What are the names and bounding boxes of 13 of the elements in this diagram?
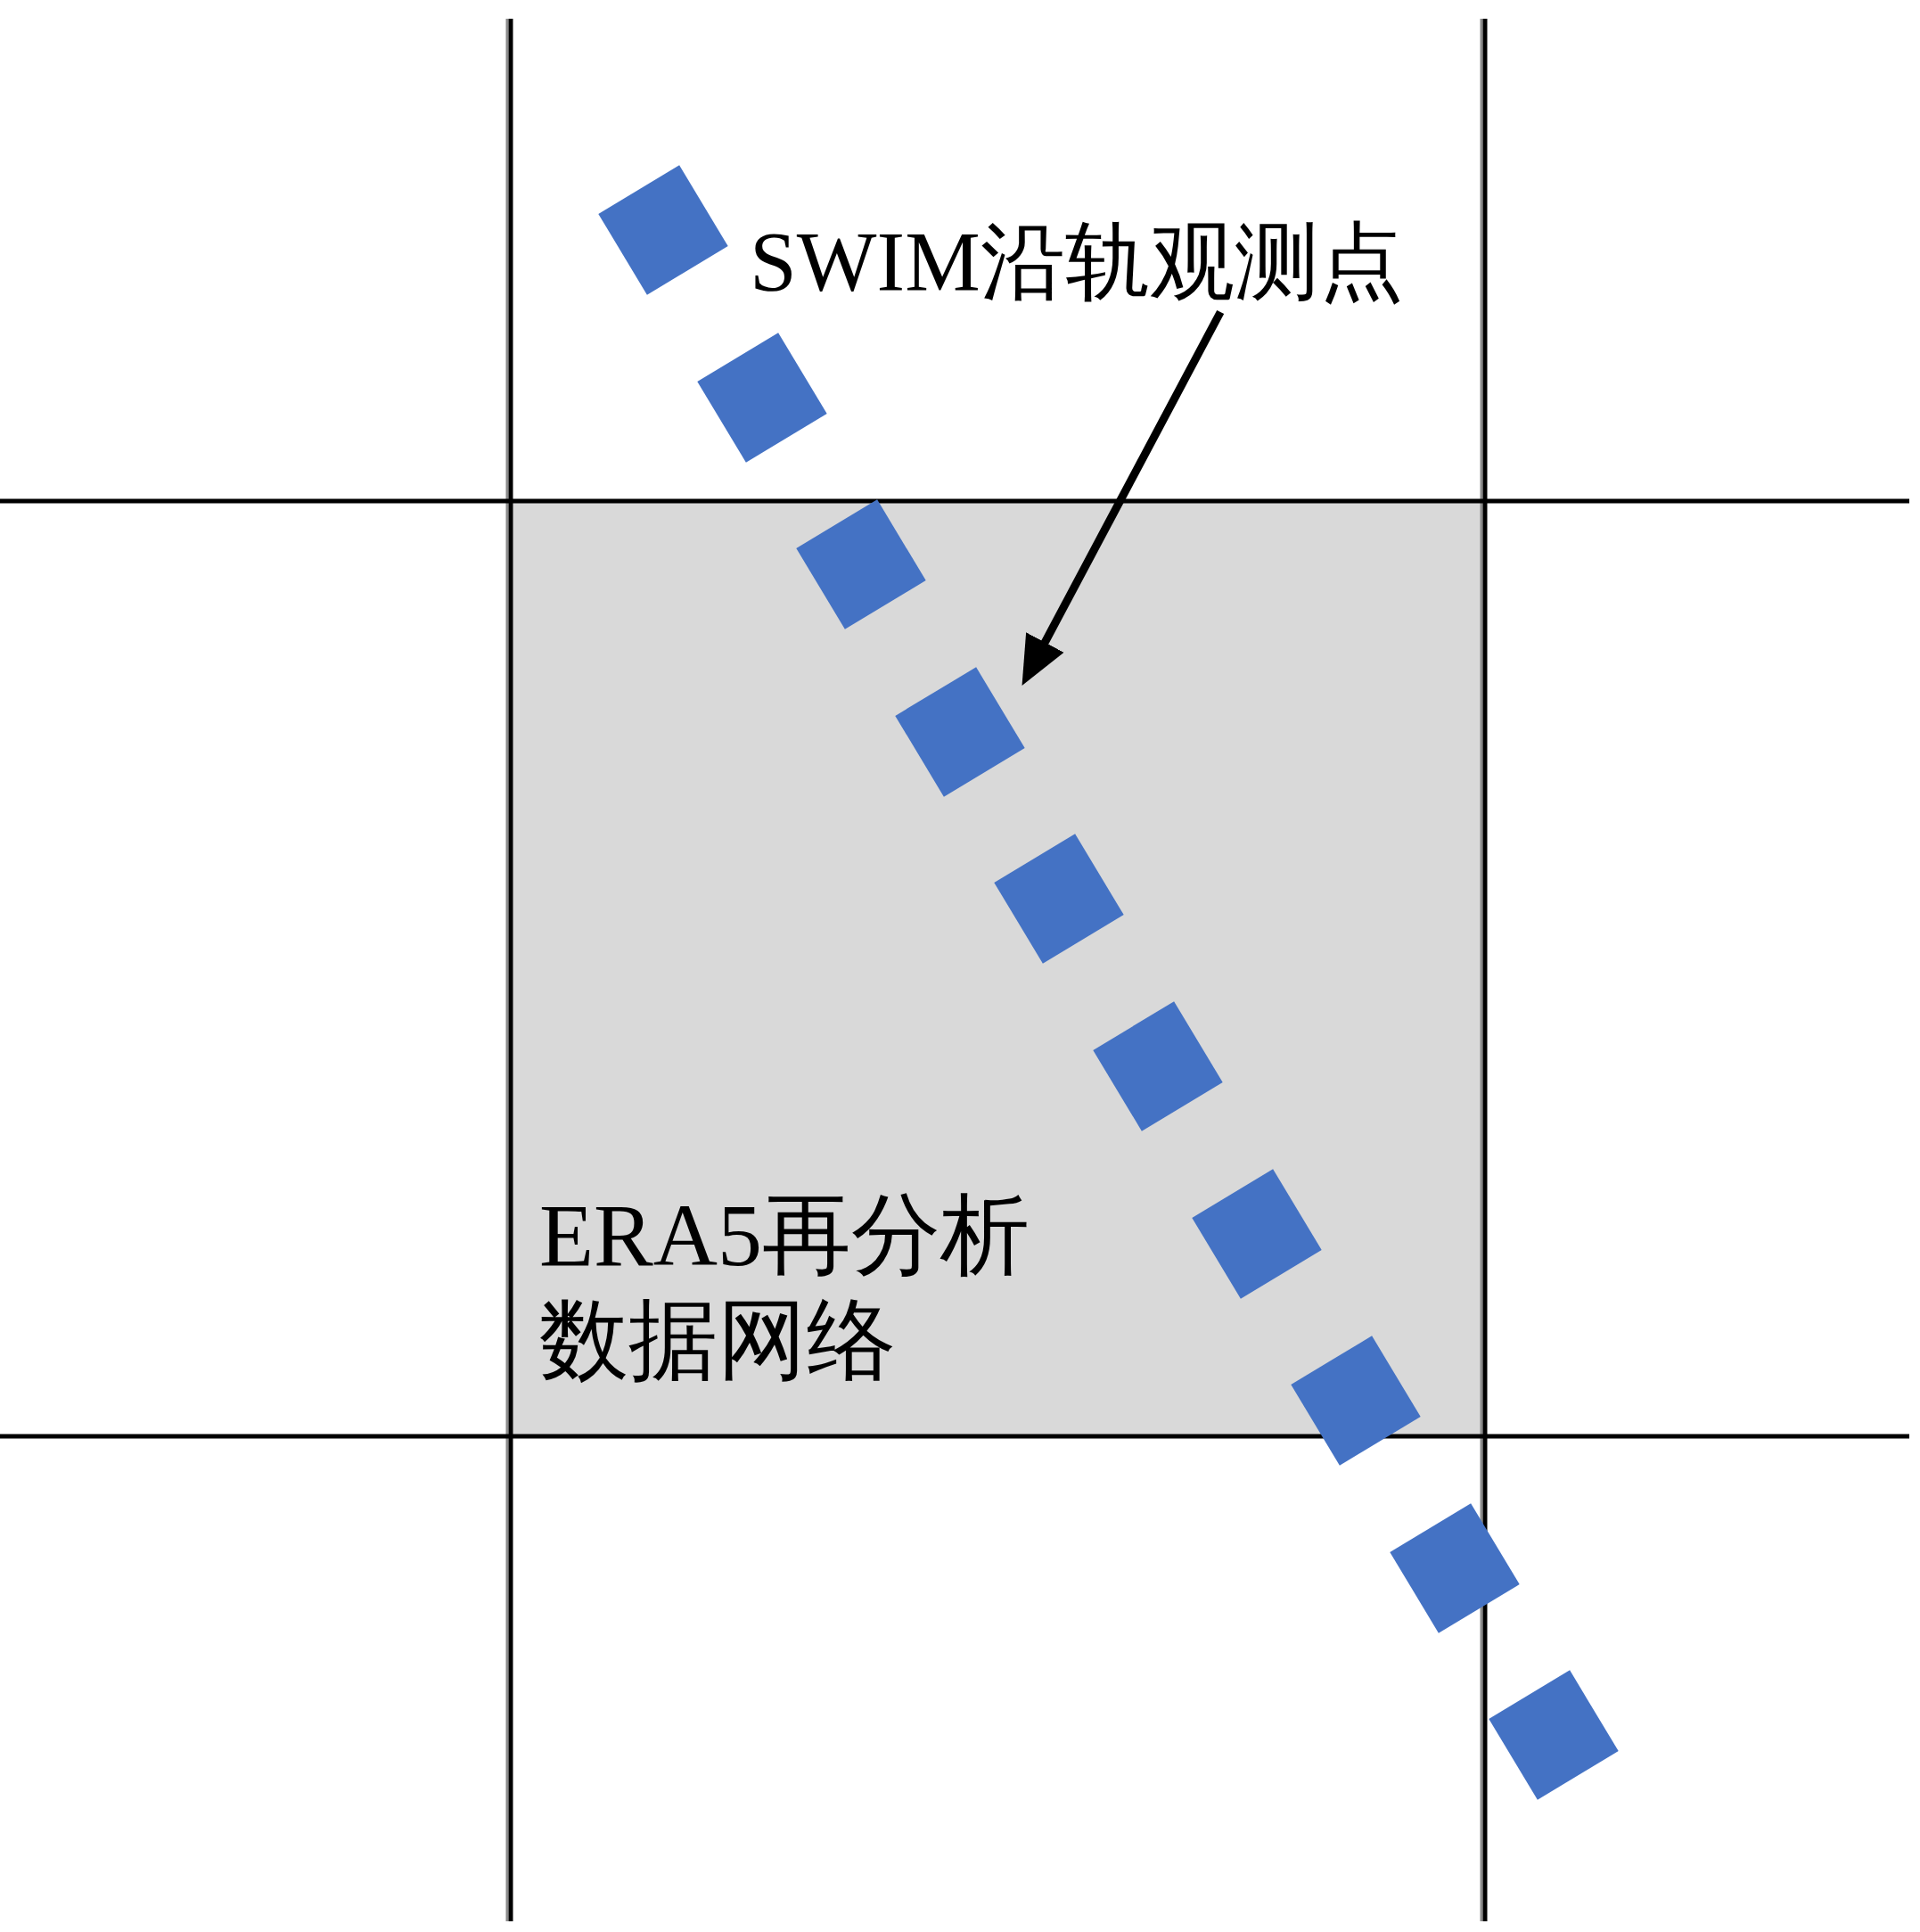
- point-marker: [1191, 1167, 1323, 1300]
- point-marker: [1389, 1501, 1521, 1634]
- point-marker: [597, 164, 729, 296]
- leader-arrow: [1022, 309, 1225, 686]
- point-marker: [1290, 1335, 1422, 1467]
- point-marker: [1092, 1000, 1224, 1132]
- point-marker: [696, 331, 828, 464]
- callout-label: SWIM沿轨观测点: [750, 212, 1404, 312]
- point-marker: [1488, 1669, 1620, 1802]
- cell-label: ERA5再分析数据网络: [539, 1185, 1030, 1392]
- point-marker: [795, 498, 927, 631]
- point-marker: [993, 833, 1125, 966]
- point-marker: [894, 665, 1026, 798]
